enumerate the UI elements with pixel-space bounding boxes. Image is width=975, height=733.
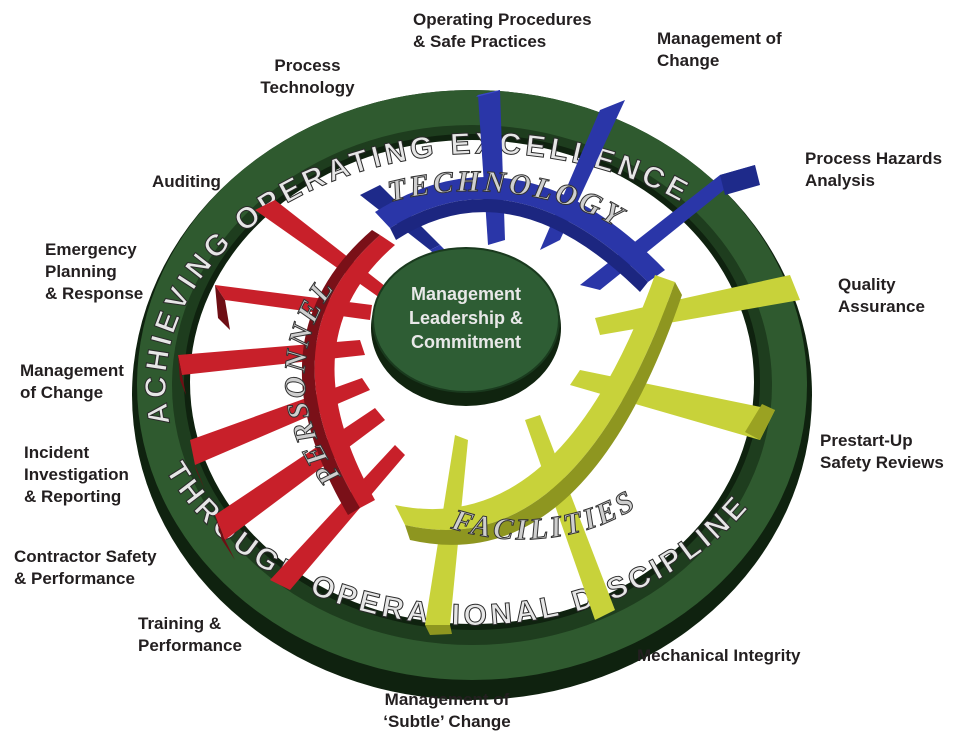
technology-spokes bbox=[360, 90, 760, 292]
label-contractor-safety: Contractor Safety & Performance bbox=[14, 547, 157, 588]
label-management-of-change-pers: Management of Change bbox=[20, 361, 124, 402]
label-subtle-change: Management of ‘Subtle’ Change bbox=[383, 690, 511, 731]
spoke-training bbox=[270, 445, 405, 590]
label-training: Training & Performance bbox=[138, 614, 242, 655]
facilities-spokes bbox=[395, 275, 800, 635]
label-quality-assurance: Quality Assurance bbox=[838, 275, 925, 316]
hub-line-1: Management bbox=[411, 284, 521, 304]
label-mechanical-integrity: Mechanical Integrity bbox=[637, 646, 801, 665]
hub: Management Leadership & Commitment bbox=[371, 247, 561, 406]
label-process-hazards: Process Hazards Analysis bbox=[805, 149, 943, 190]
hub-line-3: Commitment bbox=[411, 332, 521, 352]
label-auditing: Auditing bbox=[152, 172, 221, 191]
label-prestart-up: Prestart-Up Safety Reviews bbox=[820, 431, 944, 472]
personnel-spokes bbox=[178, 200, 405, 590]
label-process-technology: Process Technology bbox=[260, 56, 355, 97]
label-emergency-planning: Emergency Planning & Response bbox=[45, 240, 144, 303]
label-management-of-change-tech: Management of Change bbox=[657, 29, 782, 70]
label-operating-procedures: Operating Procedures & Safe Practices bbox=[413, 10, 592, 51]
hub-line-2: Leadership & bbox=[409, 308, 523, 328]
label-incident-investigation: Incident Investigation & Reporting bbox=[24, 443, 129, 506]
